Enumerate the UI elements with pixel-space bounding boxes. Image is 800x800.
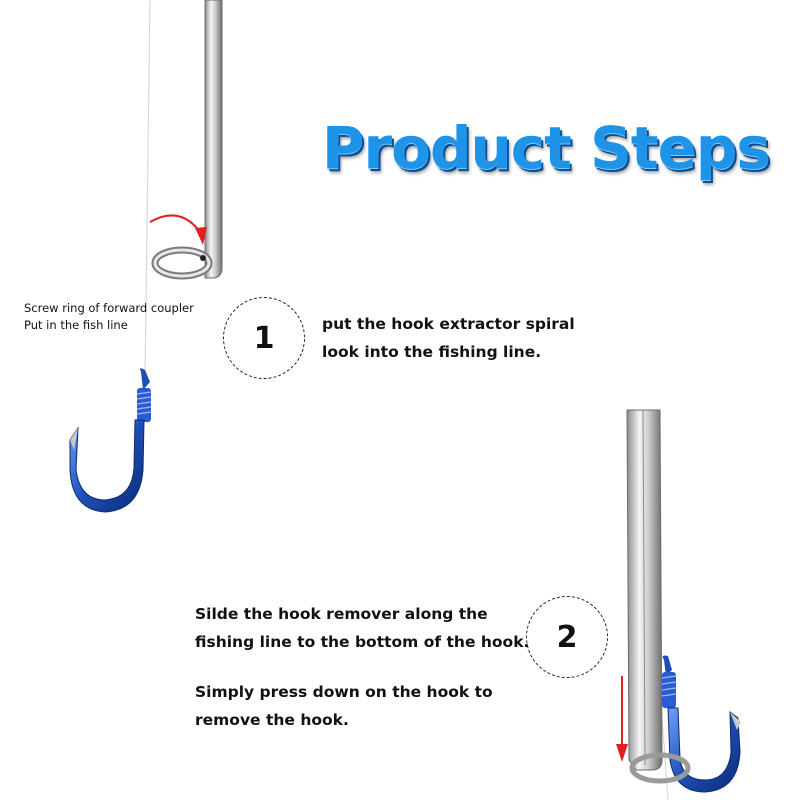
fish-hook-icon-2 bbox=[661, 655, 741, 793]
hook-remover-rod bbox=[204, 0, 223, 279]
red-curved-arrow-icon bbox=[149, 214, 207, 245]
step-1-line-2: look into the fishing line. bbox=[322, 343, 542, 361]
step1-illustration bbox=[69, 0, 223, 513]
step-2-extra-line-1: Simply press down on the hook to bbox=[195, 683, 493, 701]
fish-hook-icon bbox=[69, 368, 152, 513]
note-line-1: Screw ring of forward coupler bbox=[24, 301, 194, 315]
step2-illustration bbox=[616, 409, 741, 800]
note-line-2: Put in the fish line bbox=[24, 318, 128, 332]
step-2-line-2: fishing line to the bottom of the hook. bbox=[195, 633, 530, 651]
step-2-extra-line-2: remove the hook. bbox=[195, 711, 349, 729]
fishing-line bbox=[144, 0, 151, 376]
spiral-ring-icon bbox=[151, 246, 213, 280]
step-2-badge: 2 bbox=[526, 596, 608, 678]
step-2-text: Silde the hook remover along the fishing… bbox=[195, 600, 529, 656]
step-1-badge: 1 bbox=[223, 297, 305, 379]
step-1-text: put the hook extractor spiral look into … bbox=[322, 310, 575, 366]
spiral-ring-icon-2 bbox=[629, 752, 691, 784]
page-title: Product Steps bbox=[322, 114, 771, 182]
coupler-note: Screw ring of forward coupler Put in the… bbox=[24, 300, 194, 334]
red-down-arrow-icon bbox=[616, 676, 628, 762]
step-2-line-1: Silde the hook remover along the bbox=[195, 605, 488, 623]
step-1-line-1: put the hook extractor spiral bbox=[322, 315, 575, 333]
step-2-extra-text: Simply press down on the hook to remove … bbox=[195, 678, 493, 734]
